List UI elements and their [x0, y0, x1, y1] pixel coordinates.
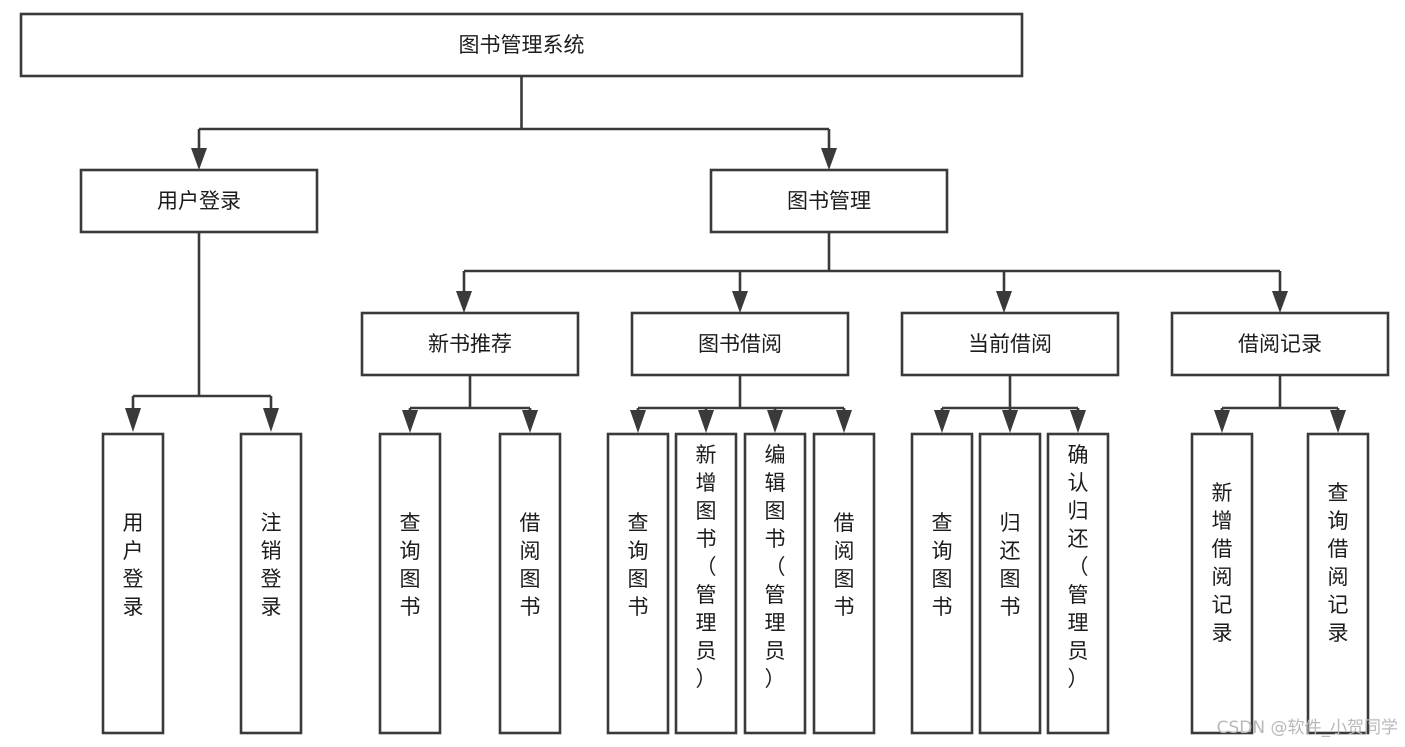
node-book-borrow[interactable]: 图书借阅 [630, 311, 850, 377]
node-book-management-label: 图书管理 [787, 189, 871, 213]
leaf-current-borrow-return-label: 归还图书 [1000, 511, 1021, 619]
node-book-management[interactable]: 图书管理 [709, 168, 949, 234]
leaf-user-login-login-label: 用户登录 [123, 511, 144, 619]
watermark-text: CSDN @软件_小贺同学 [1217, 718, 1398, 738]
node-book-management-box[interactable] [709, 168, 949, 234]
arrow-borrow-record-leaf1 [1214, 410, 1230, 433]
node-new-book-recommend-label: 新书推荐 [428, 332, 512, 356]
connector-group-user-login [125, 232, 279, 432]
arrow-to-user-login [191, 148, 207, 170]
arrow-new-book-leaf2 [522, 410, 538, 433]
leaf-borrow-record-query[interactable]: 查询借阅记录 [1306, 432, 1370, 735]
leaf-current-borrow-return[interactable]: 归还图书 [978, 432, 1042, 735]
leaf-current-borrow-query[interactable]: 查询图书 [910, 432, 974, 735]
leaf-new-book-query-box[interactable] [378, 432, 442, 735]
arrow-new-book-leaf1 [402, 410, 418, 433]
arrow-to-book-mgmt [821, 148, 837, 170]
leaf-current-borrow-confirm-label: 确认归还（管理员） [1068, 443, 1089, 691]
node-book-borrow-box[interactable] [630, 311, 850, 377]
arrow-book-borrow-leaf1 [630, 410, 646, 433]
node-user-login-label: 用户登录 [157, 189, 241, 213]
leaf-new-book-borrow-label: 借阅图书 [520, 511, 541, 619]
arrow-user-login-leaf1 [125, 408, 141, 432]
leaf-new-book-borrow[interactable]: 借阅图书 [498, 432, 562, 735]
arrow-to-new-book [456, 291, 472, 313]
leaf-book-borrow-add-box[interactable] [674, 432, 738, 735]
arrow-current-borrow-leaf3 [1070, 410, 1086, 433]
leaf-book-borrow-edit[interactable]: 编辑图书（管理员） [743, 432, 807, 735]
leaf-borrow-record-add-box[interactable] [1190, 432, 1254, 735]
node-current-borrow[interactable]: 当前借阅 [900, 311, 1120, 377]
leaf-book-borrow-edit-label: 编辑图书（管理员） [765, 443, 786, 691]
leaf-book-borrow-query[interactable]: 查询图书 [606, 432, 670, 735]
leaf-user-login-logout[interactable]: 注销登录 [239, 432, 303, 735]
leaf-book-borrow-add[interactable]: 新增图书（管理员） [674, 432, 738, 735]
node-root-system[interactable]: 图书管理系统 [19, 12, 1024, 78]
leaf-current-borrow-confirm-box[interactable] [1046, 432, 1110, 735]
leaf-current-borrow-query-box[interactable] [910, 432, 974, 735]
node-current-borrow-box[interactable] [900, 311, 1120, 377]
node-new-book-recommend-box[interactable] [360, 311, 580, 377]
leaf-borrow-record-add[interactable]: 新增借阅记录 [1190, 432, 1254, 735]
leaf-book-borrow-borrow-box[interactable] [812, 432, 876, 735]
arrow-borrow-record-leaf2 [1330, 410, 1346, 433]
node-current-borrow-label: 当前借阅 [968, 332, 1052, 356]
leaf-borrow-record-query-label: 查询借阅记录 [1328, 481, 1349, 645]
leaf-borrow-record-add-label: 新增借阅记录 [1212, 481, 1233, 645]
leaf-book-borrow-edit-box[interactable] [743, 432, 807, 735]
leaf-book-borrow-query-box[interactable] [606, 432, 670, 735]
connector-group-borrow-record [1214, 375, 1346, 433]
arrow-current-borrow-leaf2 [1002, 410, 1018, 433]
node-book-borrow-label: 图书借阅 [698, 332, 782, 356]
leaf-user-login-logout-label: 注销登录 [261, 511, 282, 619]
arrow-user-login-leaf2 [263, 408, 279, 432]
node-root-system-label: 图书管理系统 [459, 33, 585, 57]
leaf-current-borrow-confirm[interactable]: 确认归还（管理员） [1046, 432, 1110, 735]
connector-group-book-borrow [630, 375, 852, 433]
leaf-user-login-login[interactable]: 用户登录 [101, 432, 165, 735]
arrow-current-borrow-leaf1 [934, 410, 950, 433]
leaf-book-borrow-query-label: 查询图书 [628, 511, 649, 619]
leaf-user-login-logout-box[interactable] [239, 432, 303, 735]
connector-group-root [191, 76, 837, 170]
node-borrow-record-box[interactable] [1170, 311, 1390, 377]
arrow-to-current-borrow [996, 291, 1012, 313]
leaf-book-borrow-add-label: 新增图书（管理员） [696, 443, 717, 691]
node-borrow-record[interactable]: 借阅记录 [1170, 311, 1390, 377]
leaf-user-login-login-box[interactable] [101, 432, 165, 735]
leaf-book-borrow-borrow-label: 借阅图书 [834, 511, 855, 619]
leaf-book-borrow-borrow[interactable]: 借阅图书 [812, 432, 876, 735]
node-borrow-record-label: 借阅记录 [1238, 332, 1322, 356]
connector-group-new-book [402, 375, 538, 433]
arrow-to-borrow-record [1272, 291, 1288, 313]
leaf-new-book-query-label: 查询图书 [400, 511, 421, 619]
leaf-current-borrow-query-label: 查询图书 [932, 511, 953, 619]
leaf-current-borrow-return-box[interactable] [978, 432, 1042, 735]
arrow-to-book-borrow [732, 291, 748, 313]
arrow-book-borrow-leaf4 [836, 410, 852, 433]
node-root-system-box[interactable] [19, 12, 1024, 78]
node-user-login-box[interactable] [79, 168, 319, 234]
leaf-new-book-query[interactable]: 查询图书 [378, 432, 442, 735]
node-new-book-recommend[interactable]: 新书推荐 [360, 311, 580, 377]
leaf-new-book-borrow-box[interactable] [498, 432, 562, 735]
arrow-book-borrow-leaf3 [767, 410, 783, 433]
leaf-borrow-record-query-box[interactable] [1306, 432, 1370, 735]
connector-group-current-borrow [934, 375, 1086, 433]
connector-group-book-mgmt [456, 232, 1288, 313]
arrow-book-borrow-leaf2 [698, 410, 714, 433]
node-user-login[interactable]: 用户登录 [79, 168, 319, 234]
